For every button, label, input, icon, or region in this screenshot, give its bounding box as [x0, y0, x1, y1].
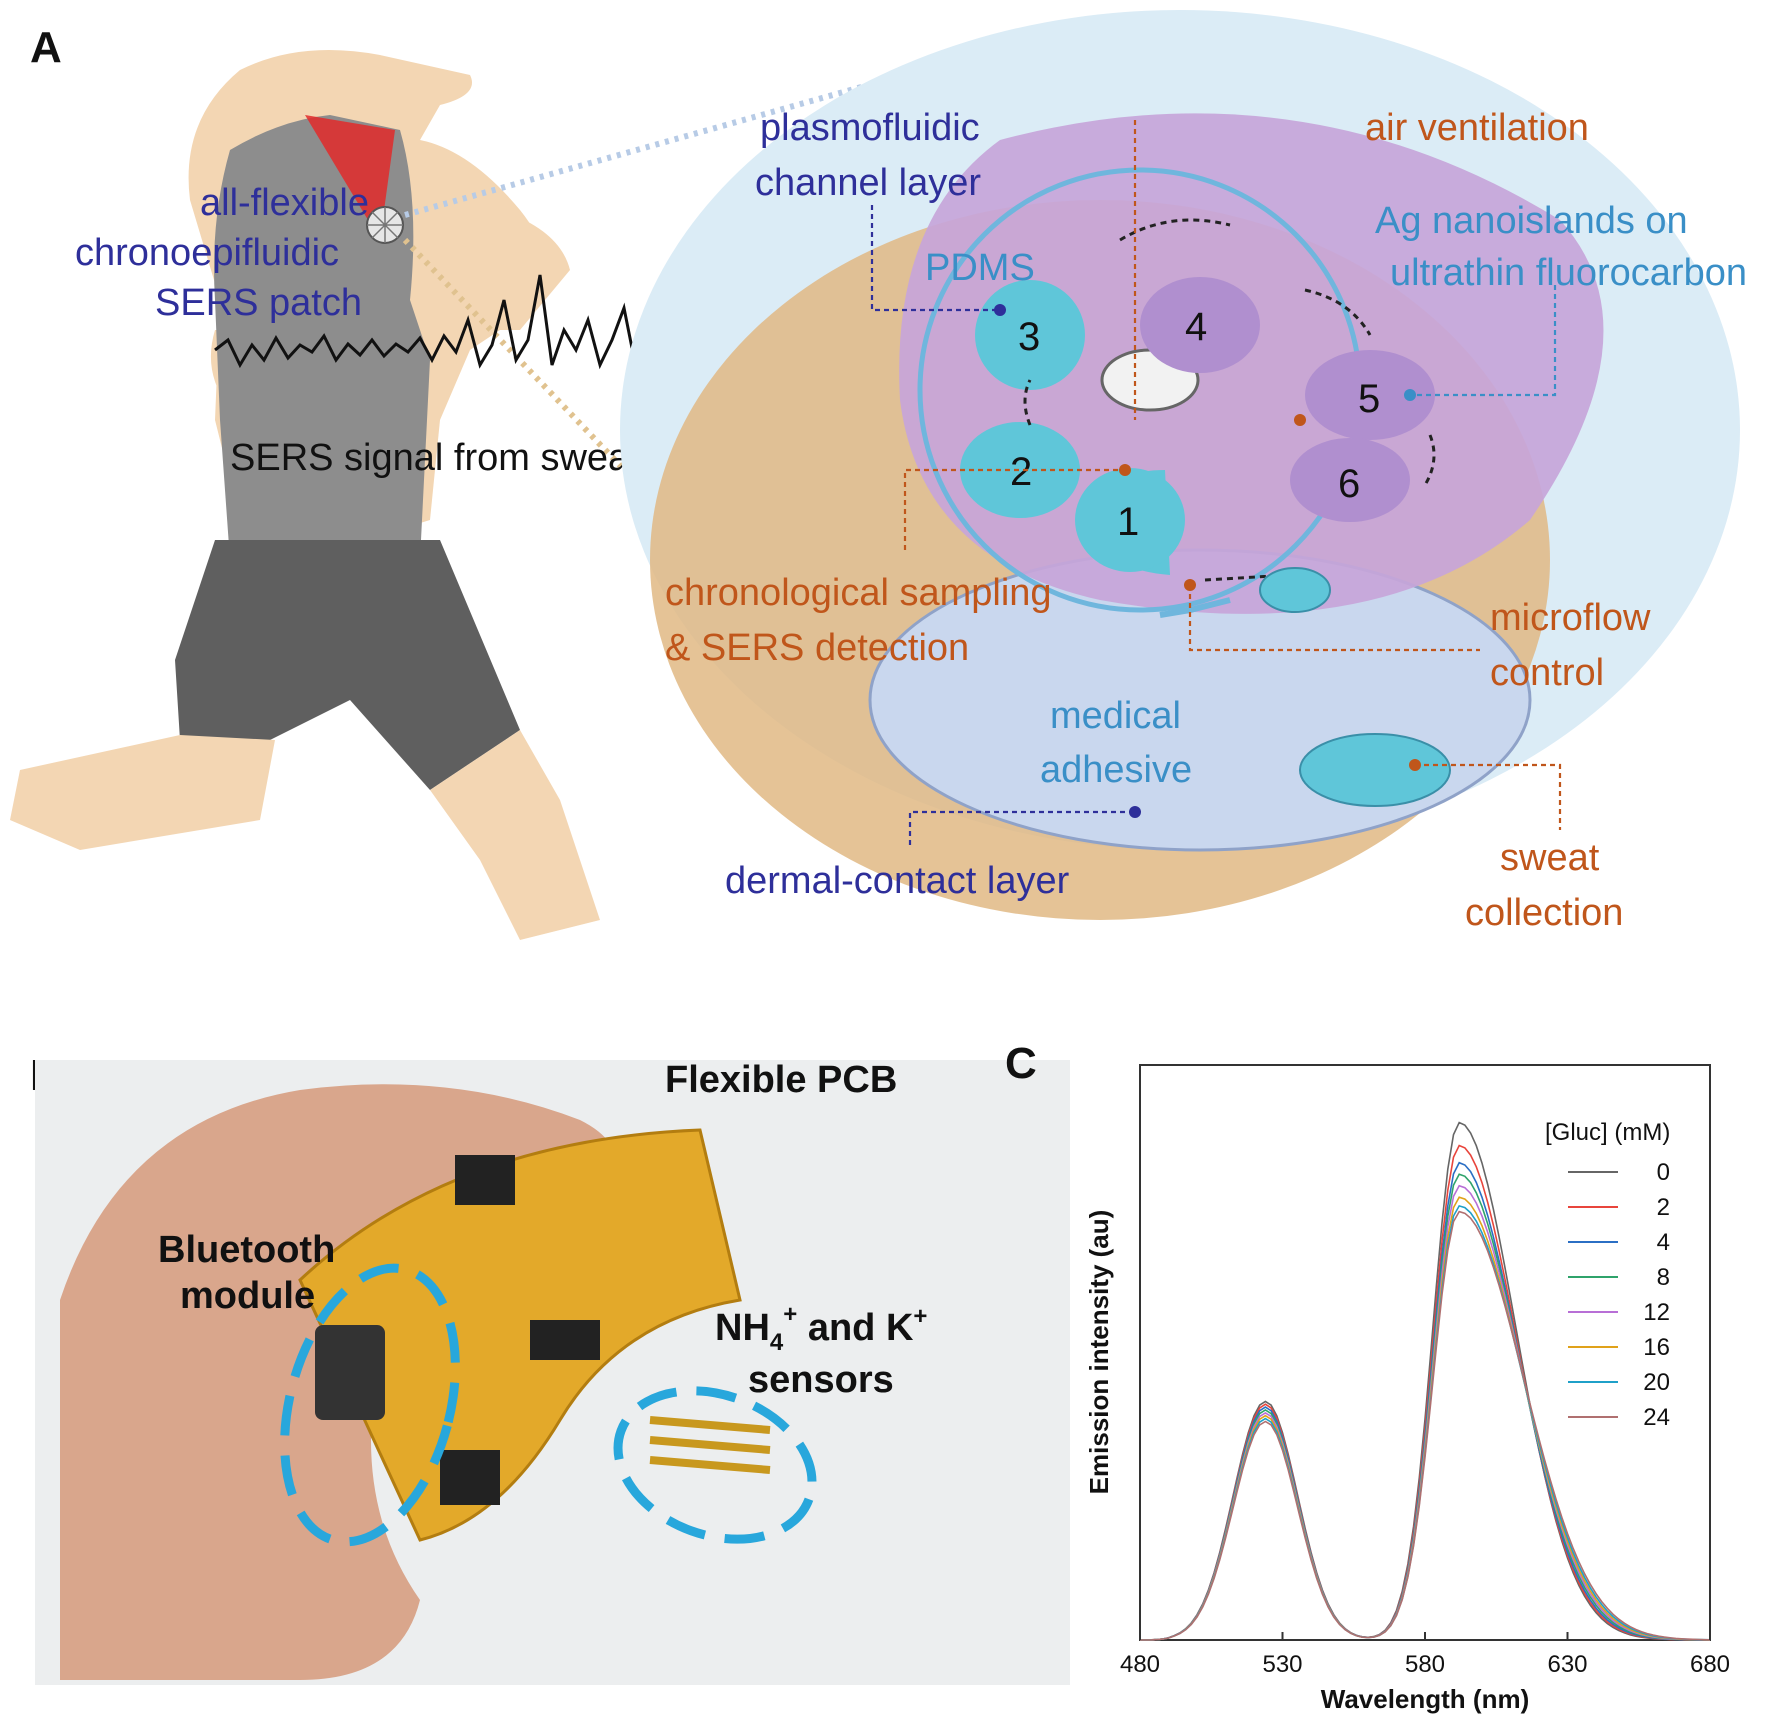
bluetooth-label-2: module — [180, 1275, 315, 1317]
x-axis-ticks: 480 530 580 630 680 — [1120, 1632, 1730, 1678]
patch-icon-spokes — [367, 207, 403, 243]
sensors-sub4: 4 — [770, 1329, 784, 1356]
chamber-6-number: 6 — [1338, 462, 1360, 506]
label-sweat-1: sweat — [1500, 837, 1600, 879]
y-axis-label: Emission intensity (au) — [1084, 1210, 1114, 1495]
chamber-3-number: 3 — [1018, 315, 1040, 359]
series-line-2 — [1140, 1146, 1710, 1641]
runner-left-leg — [10, 735, 275, 850]
sensors-plus1: + — [783, 1301, 797, 1328]
emission-curves — [1140, 1123, 1710, 1641]
label-dermal-contact: dermal-contact layer — [725, 860, 1070, 902]
label-microflow-1: microflow — [1490, 597, 1651, 639]
dot-sweat — [1409, 759, 1421, 771]
legend-label-4: 4 — [1657, 1229, 1670, 1256]
dot-chrono — [1119, 464, 1131, 476]
dot-microflow — [1184, 579, 1196, 591]
label-ag-2: ultrathin fluorocarbon — [1390, 252, 1747, 294]
sweat-collection-inlet — [1300, 734, 1450, 806]
label-pdms: PDMS — [925, 247, 1035, 289]
pcb-chip-top — [455, 1155, 515, 1205]
bluetooth-chip — [315, 1325, 385, 1420]
label-chrono-1: chronological sampling — [665, 572, 1052, 614]
label-chrono-2: & SERS detection — [665, 627, 969, 669]
x-tick-label: 630 — [1547, 1651, 1587, 1678]
panel-a: A all-flexible chronoepifluidic SERS pa — [10, 10, 1747, 940]
label-ag-1: Ag nanoislands on — [1375, 200, 1688, 242]
series-line-4 — [1140, 1163, 1710, 1640]
x-tick-label: 480 — [1120, 1651, 1160, 1678]
panel-c-label: C — [1005, 1039, 1037, 1088]
chamber-1-number: 1 — [1117, 500, 1139, 544]
legend-label-0: 0 — [1657, 1159, 1670, 1186]
sensors-label-1: NH4+ and K+ — [715, 1301, 927, 1356]
legend-label-16: 16 — [1643, 1334, 1670, 1361]
label-medical-1: medical — [1050, 695, 1181, 737]
label-microflow-2: control — [1490, 652, 1604, 694]
label-plasmofluidic-2: channel layer — [755, 162, 981, 204]
series-line-0 — [1140, 1123, 1710, 1641]
legend-title: [Gluc] (mM) — [1545, 1119, 1670, 1146]
patch-label-line3: SERS patch — [155, 282, 362, 324]
pcb-chip-mid — [530, 1320, 600, 1360]
sensors-plus2: + — [913, 1303, 927, 1330]
dot-ag — [1404, 389, 1416, 401]
legend-label-8: 8 — [1657, 1264, 1670, 1291]
x-axis-label: Wavelength (nm) — [1321, 1684, 1529, 1714]
x-tick-label: 530 — [1262, 1651, 1302, 1678]
sensors-and-k: and K — [797, 1307, 914, 1349]
x-tick-label: 680 — [1690, 1651, 1730, 1678]
legend-label-24: 24 — [1643, 1404, 1670, 1431]
sensors-nh: NH — [715, 1307, 770, 1349]
dot-air — [1294, 414, 1306, 426]
sers-signal-label: SERS signal from sweat — [230, 437, 640, 479]
legend-label-2: 2 — [1657, 1194, 1670, 1221]
panel-b: B Flexible PCB Bluetooth module NH4+ and… — [30, 1051, 1070, 1685]
label-sweat-2: collection — [1465, 892, 1623, 934]
chamber-4-number: 4 — [1185, 305, 1207, 349]
bluetooth-label-1: Bluetooth — [158, 1229, 335, 1271]
patch-label-line1: all-flexible — [200, 182, 369, 224]
pcb-chip-bottom — [440, 1450, 500, 1505]
label-air-ventilation: air ventilation — [1365, 107, 1589, 149]
pcb-title: Flexible PCB — [665, 1059, 897, 1101]
dot-plasmofluidic — [994, 304, 1006, 316]
chamber-5-number: 5 — [1358, 377, 1380, 421]
patch-label-line2: chronoepifluidic — [75, 232, 339, 274]
series-line-8 — [1140, 1174, 1710, 1640]
chamber-2-number: 2 — [1010, 450, 1032, 494]
legend-label-12: 12 — [1643, 1299, 1670, 1326]
panel-a-label: A — [30, 23, 62, 72]
plot-frame — [1140, 1065, 1710, 1640]
sensors-label-2: sensors — [748, 1359, 894, 1401]
legend-label-20: 20 — [1643, 1369, 1670, 1396]
label-medical-2: adhesive — [1040, 749, 1192, 791]
x-tick-label: 580 — [1405, 1651, 1445, 1678]
label-plasmofluidic-1: plasmofluidic — [760, 107, 980, 149]
dot-dermal — [1129, 806, 1141, 818]
inlet-reservoir — [1260, 568, 1330, 612]
